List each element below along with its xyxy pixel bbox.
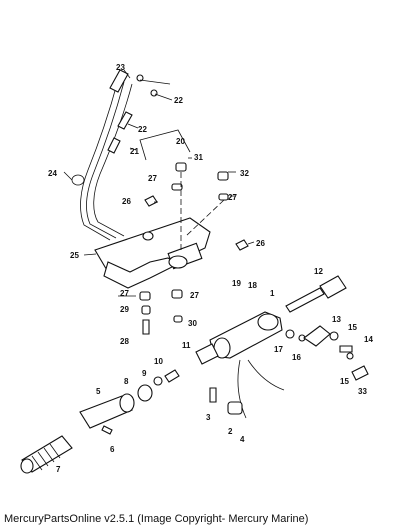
callout-11: 11 (182, 341, 191, 350)
callout-24: 24 (48, 169, 57, 178)
callout-19: 19 (232, 279, 241, 288)
callout-10: 10 (154, 357, 163, 366)
callout-27: 27 (190, 291, 199, 300)
callout-2: 2 (228, 427, 233, 436)
callout-13: 13 (332, 315, 341, 324)
callout-12: 12 (314, 267, 323, 276)
callout-27: 27 (148, 174, 157, 183)
leader-lines (63, 69, 255, 297)
callout-32: 32 (240, 169, 249, 178)
image-caption: MercuryPartsOnline v2.5.1 (Image Copyrig… (4, 513, 309, 525)
throttle-shaft (285, 275, 347, 313)
tiller-handle (20, 369, 180, 474)
callout-27: 27 (228, 193, 237, 202)
callout-29: 29 (120, 305, 129, 314)
control-cables (71, 69, 158, 241)
callout-5: 5 (96, 387, 101, 396)
callout-33: 33 (358, 387, 367, 396)
callout-27: 27 (120, 289, 129, 298)
callout-30: 30 (188, 319, 197, 328)
callout-16: 16 (292, 353, 301, 362)
callout-15: 15 (348, 323, 357, 332)
callout-labels: 1234567891011121314151516171819202122222… (48, 63, 373, 474)
callout-22: 22 (138, 125, 147, 134)
parts-diagram: 1234567891011121314151516171819202122222… (20, 63, 373, 474)
bracket-hardware (139, 162, 249, 335)
callout-26: 26 (256, 239, 265, 248)
callout-18: 18 (248, 281, 257, 290)
callout-1: 1 (270, 289, 275, 298)
callout-8: 8 (124, 377, 129, 386)
callout-21: 21 (130, 147, 139, 156)
mounting-bracket (94, 217, 211, 289)
friction-hardware (303, 325, 369, 381)
lever-assembly (195, 311, 306, 419)
callout-14: 14 (364, 335, 373, 344)
callout-4: 4 (240, 435, 245, 444)
callout-20: 20 (176, 137, 185, 146)
callout-25: 25 (70, 251, 79, 260)
callout-17: 17 (274, 345, 283, 354)
callout-3: 3 (206, 413, 211, 422)
callout-6: 6 (110, 445, 115, 454)
callout-22: 22 (174, 96, 183, 105)
callout-23: 23 (116, 63, 125, 72)
callout-9: 9 (142, 369, 147, 378)
callout-26: 26 (122, 197, 131, 206)
callout-31: 31 (194, 153, 203, 162)
callout-28: 28 (120, 337, 129, 346)
callout-15: 15 (340, 377, 349, 386)
callout-7: 7 (56, 465, 61, 474)
